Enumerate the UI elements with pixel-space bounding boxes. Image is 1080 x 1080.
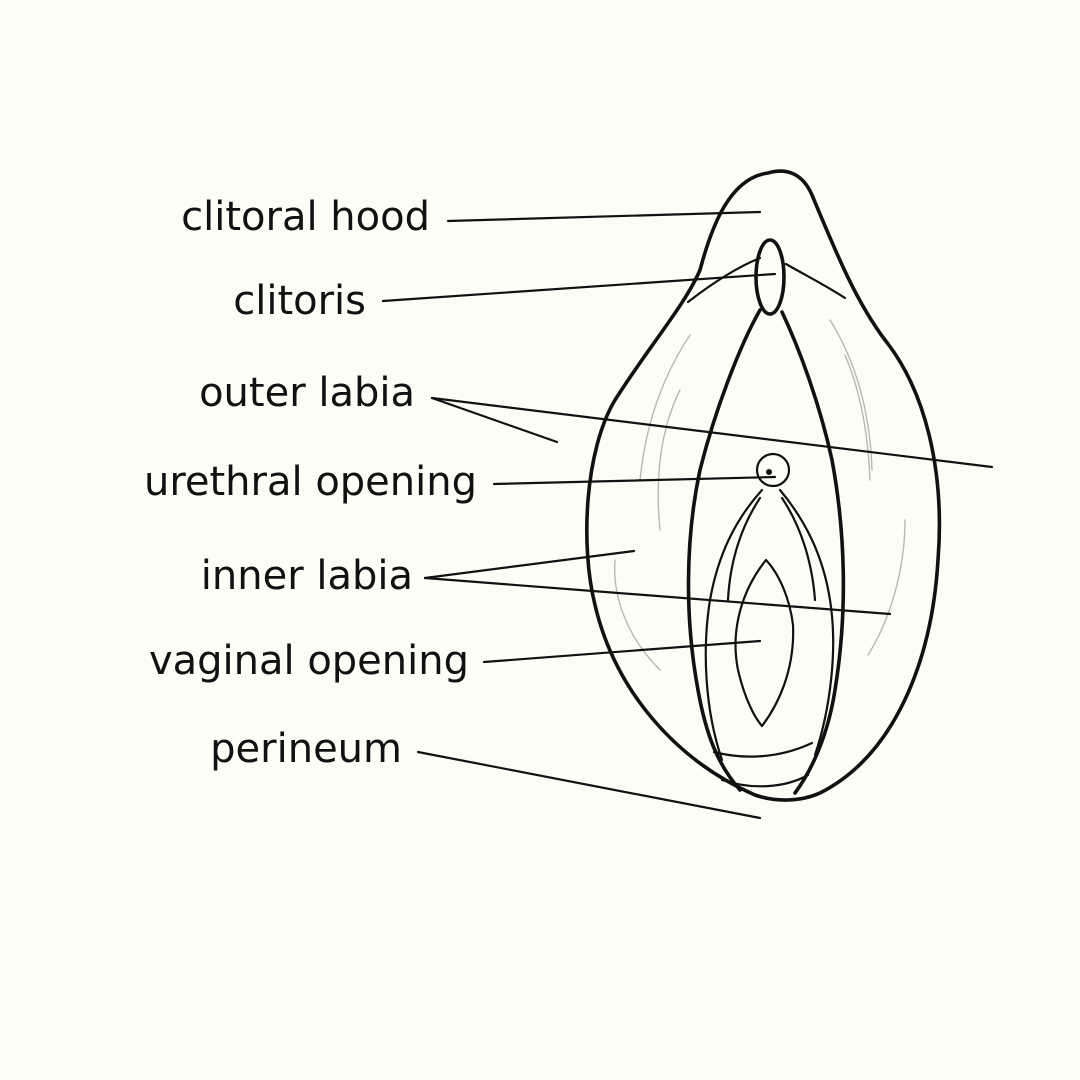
leader-clitoral-hood (448, 212, 760, 221)
leader-inner-labia-right (425, 578, 890, 614)
perineum-band-bottom (722, 775, 808, 786)
clitoris-shape (756, 240, 784, 314)
leader-urethral-opening (494, 477, 775, 484)
label-clitoral-hood: clitoral hood (181, 194, 430, 240)
perineum-band-top (714, 743, 812, 757)
label-inner-labia: inner labia (201, 553, 413, 599)
label-perineum: perineum (210, 726, 402, 772)
labels: clitoral hood clitoris outer labia ureth… (144, 194, 477, 772)
outer-labia-right-fold (782, 312, 843, 793)
inner-labia-left (706, 490, 762, 760)
illustration (587, 171, 940, 800)
hood-right-fold (786, 264, 845, 298)
urethral-opening-dot (766, 469, 772, 475)
inner-labia-right (780, 490, 833, 755)
leader-perineum (418, 752, 760, 818)
leader-vaginal-opening (484, 641, 760, 662)
shading-right-3 (868, 520, 905, 655)
outer-outline (587, 171, 940, 800)
label-vaginal-opening: vaginal opening (149, 638, 469, 684)
leader-clitoris (383, 274, 775, 301)
shading-left-2 (658, 390, 680, 530)
shading-left-1 (640, 335, 690, 480)
label-urethral-opening: urethral opening (144, 459, 477, 505)
inner-labia-right-inner (782, 498, 815, 600)
leader-inner-labia-left (425, 551, 634, 578)
label-clitoris: clitoris (233, 278, 366, 324)
label-outer-labia: outer labia (199, 370, 415, 416)
shading-left-3 (615, 560, 660, 670)
urethral-opening-shape (757, 454, 789, 486)
leader-outer-labia-right (432, 398, 992, 467)
